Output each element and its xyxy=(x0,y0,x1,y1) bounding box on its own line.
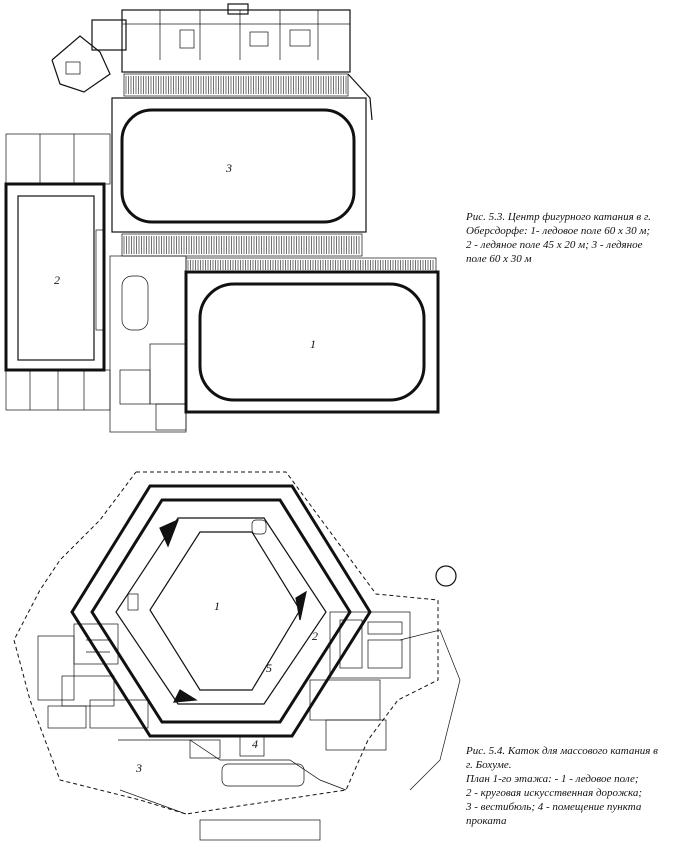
bochum-plan: 1 2 5 xyxy=(13,471,461,841)
caption-line: План 1-го этажа: - 1 - ледовое поле; xyxy=(466,773,639,785)
stands-middle xyxy=(121,233,437,273)
caption-line: г. Бохуме. xyxy=(466,759,512,771)
caption-line: 2 - ледяное поле 45 x 20 м; 3 - ледяное xyxy=(466,239,643,251)
caption-line: проката xyxy=(466,815,507,827)
label-5: 5 xyxy=(266,661,272,675)
caption-line: 3 - вестибюль; 4 - помещение пункта xyxy=(466,801,642,813)
ice-rink-3: 3 xyxy=(111,97,367,233)
round-feature xyxy=(435,565,457,587)
top-building-block xyxy=(51,3,351,93)
right-rooms xyxy=(309,611,411,751)
caption-line: Рис. 5.4. Каток для массового катания в xyxy=(466,745,658,757)
label-rink-2: 2 xyxy=(54,273,60,287)
ice-rink-1: 1 xyxy=(184,270,440,414)
site-boundary xyxy=(13,471,439,815)
label-rental: 4 xyxy=(252,737,258,751)
inner-hexagon xyxy=(115,517,327,705)
ancillary-rooms xyxy=(5,133,187,433)
label-ice-field: 1 xyxy=(214,599,220,613)
label-rink-3: 3 xyxy=(225,161,232,175)
caption-figure-5-4: Рис. 5.4. Каток для массового катания в … xyxy=(466,744,676,828)
caption-line: Рис. 5.3. Центр фигурного катания в г. xyxy=(466,211,651,223)
site-edge xyxy=(399,629,461,791)
stands-top xyxy=(123,73,373,121)
ice-field xyxy=(149,531,301,691)
label-rink-1: 1 xyxy=(310,337,316,351)
caption-figure-5-3: Рис. 5.3. Центр фигурного катания в г. О… xyxy=(466,210,676,266)
label-lobby: 3 xyxy=(135,761,142,775)
caption-line: Оберсдорфе: 1- ледовое поле 60 x 30 м; xyxy=(466,225,651,237)
circular-track xyxy=(90,498,352,724)
track-wedges xyxy=(127,518,307,703)
label-track: 2 xyxy=(312,629,318,643)
oberstdorf-plan: 3 1 2 xyxy=(4,3,440,433)
ice-rink-2: 2 xyxy=(4,182,106,372)
left-rooms xyxy=(37,623,149,729)
lobby-area xyxy=(118,735,347,841)
caption-line: 2 - круговая искусственная дорожка; xyxy=(466,787,643,799)
outer-hexagon-wall xyxy=(70,484,372,738)
caption-line: поле 60 x 30 м xyxy=(466,253,532,265)
